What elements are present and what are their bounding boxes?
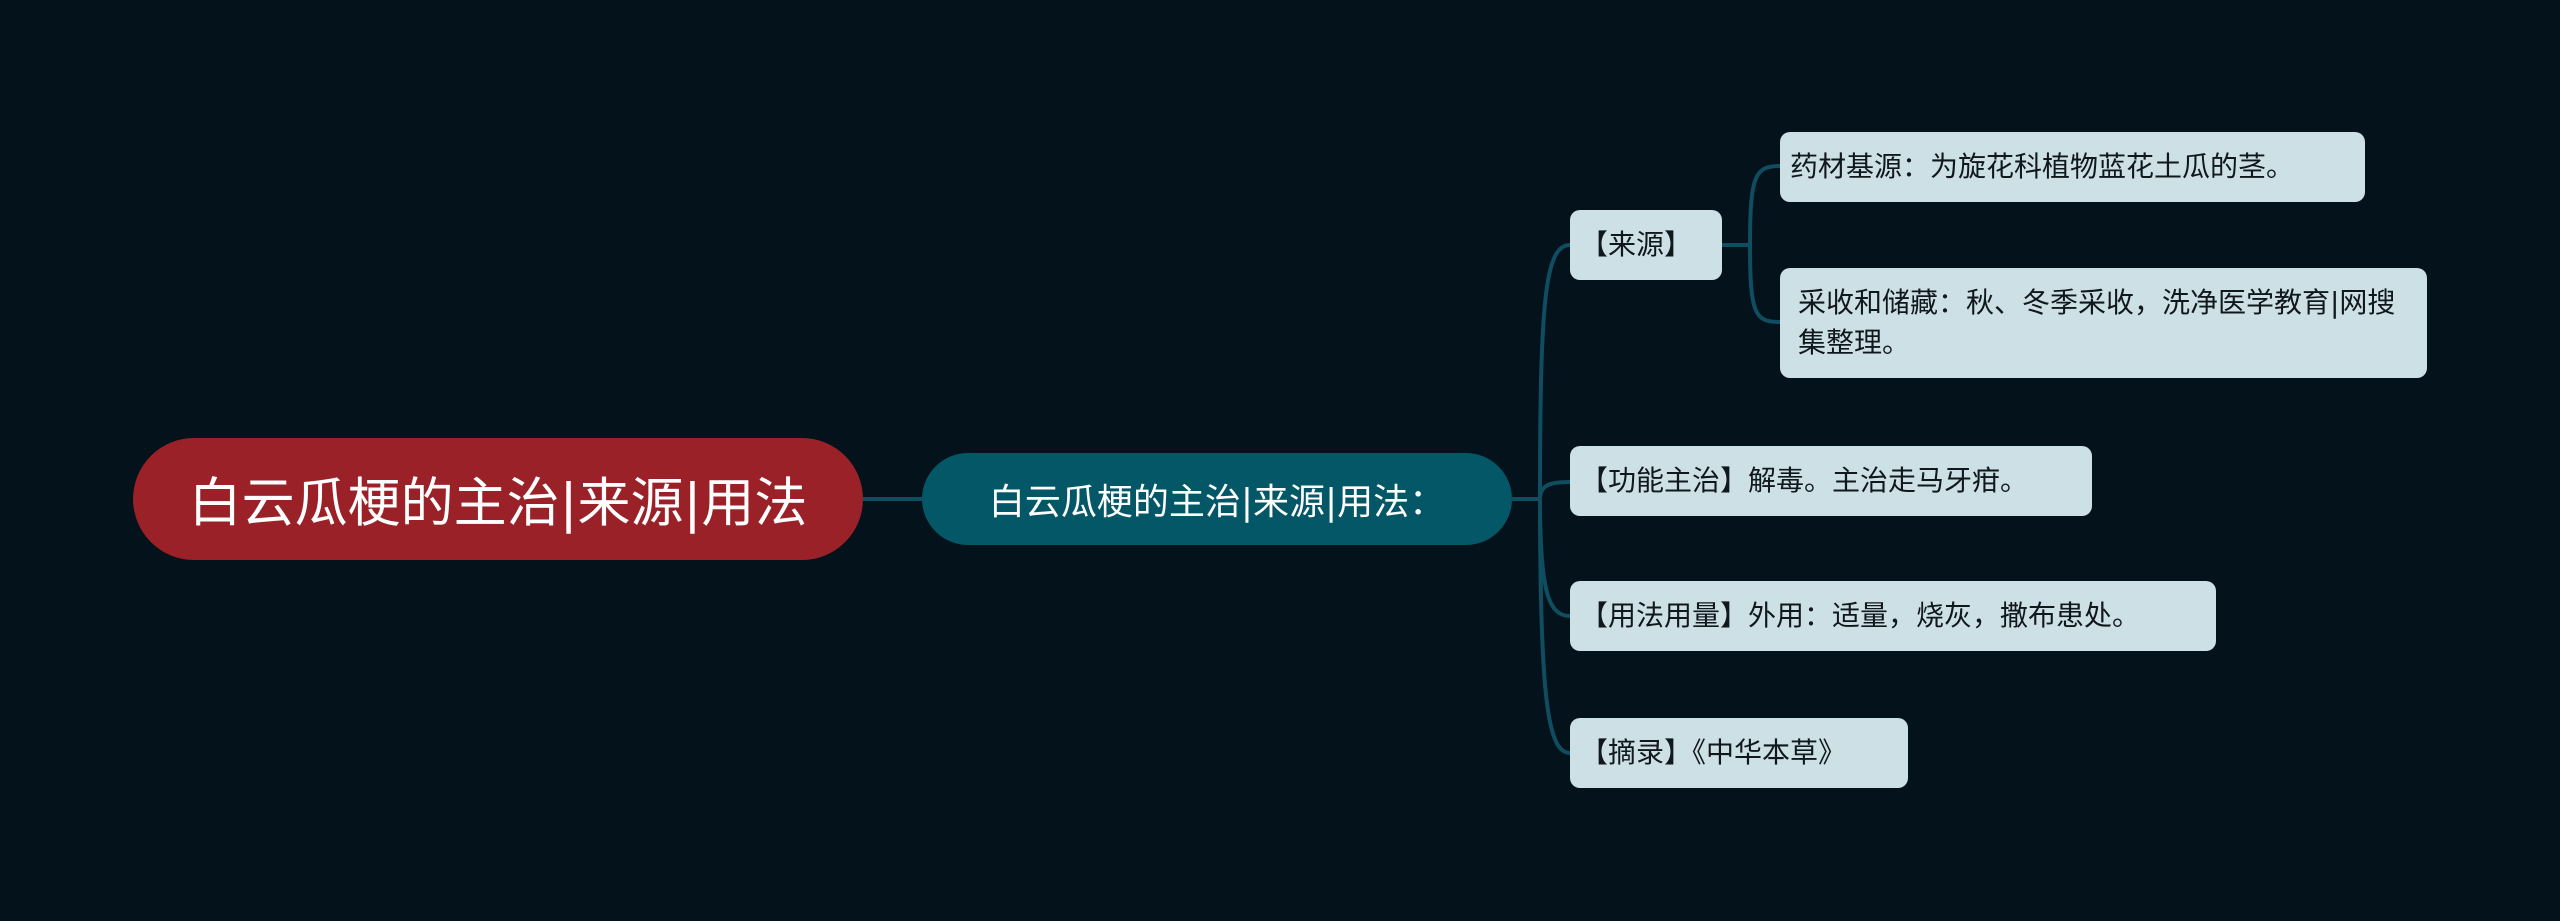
main-topic-label: 白云瓜梗的主治|来源|用法： — [988, 482, 1446, 523]
connector-source-child2 — [1748, 244, 1781, 324]
root-topic[interactable]: 白云瓜梗的主治|来源|用法 — [133, 438, 863, 560]
connector-to-excerpt — [1538, 498, 1571, 755]
branch-source[interactable]: 【来源】 — [1570, 210, 1722, 280]
connector-to-usage — [1538, 498, 1571, 618]
source-child-origin[interactable]: 药材基源：为旋花科植物蓝花土瓜的茎。 — [1780, 132, 2365, 202]
branch-usage[interactable]: 【用法用量】外用：适量，烧灰，撒布患处。 — [1570, 581, 2216, 651]
branch-excerpt-label: 【摘录】《中华本草》 — [1580, 736, 1847, 769]
connector-to-source — [1538, 243, 1571, 500]
connector-to-function — [1538, 480, 1571, 500]
root-topic-label: 白云瓜梗的主治|来源|用法 — [188, 473, 808, 534]
main-topic[interactable]: 白云瓜梗的主治|来源|用法： — [922, 453, 1512, 545]
branch-usage-label: 【用法用量】外用：适量，烧灰，撒布患处。 — [1580, 599, 2141, 632]
connector-source-child1 — [1748, 164, 1781, 246]
branch-source-label: 【来源】 — [1580, 228, 1693, 261]
source-child-harvest[interactable]: 采收和储藏：秋、冬季采收，洗净医学教育|网搜集整理。 — [1780, 268, 2427, 378]
branch-function[interactable]: 【功能主治】解毒。主治走马牙疳。 — [1570, 446, 2092, 516]
branch-excerpt[interactable]: 【摘录】《中华本草》 — [1570, 718, 1908, 788]
source-child-harvest-label: 采收和储藏：秋、冬季采收，洗净医学教育|网搜集整理。 — [1798, 286, 2396, 359]
source-child-origin-label: 药材基源：为旋花科植物蓝花土瓜的茎。 — [1790, 150, 2295, 183]
branch-function-label: 【功能主治】解毒。主治走马牙疳。 — [1580, 464, 2029, 497]
